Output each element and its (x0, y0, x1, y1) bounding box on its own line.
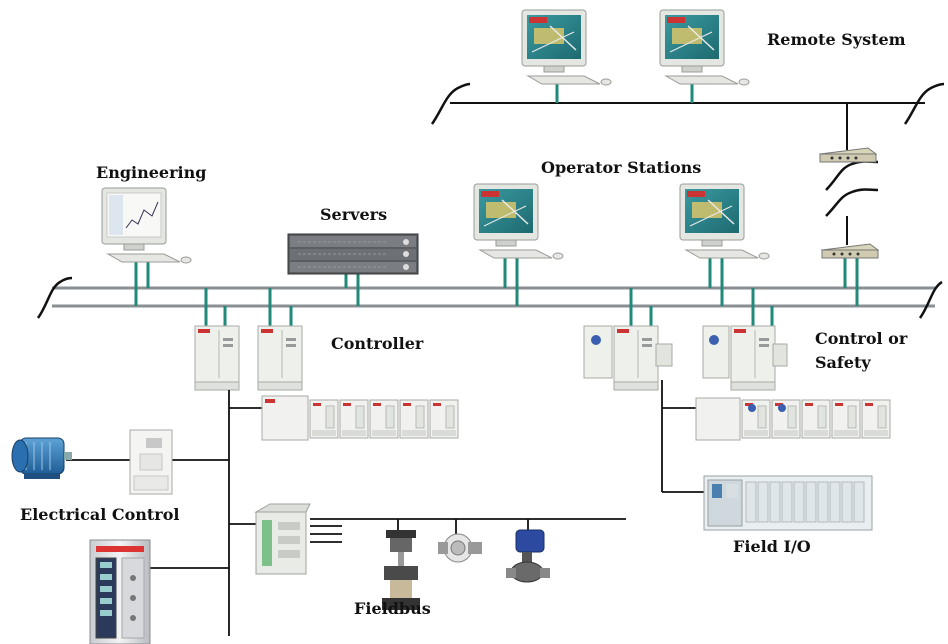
servers-label: Servers (320, 205, 388, 224)
remote-workstation-icon (659, 9, 750, 86)
io-module-rack-icon (261, 395, 459, 441)
field-io-rack-icon (703, 475, 873, 531)
control-network (36, 276, 943, 319)
drive-unit-icon (129, 429, 173, 495)
electric-motor-icon (11, 437, 72, 479)
control-valve-icon (506, 529, 550, 583)
operator-stations-label: Operator Stations (541, 158, 702, 177)
operator-workstation-icon (473, 183, 564, 260)
electrical-control-label: Electrical Control (20, 505, 180, 524)
switchgear-cabinet-icon (89, 539, 151, 644)
remote-network (430, 82, 945, 125)
control-valve-icon (438, 533, 482, 563)
fieldbus-label: Fieldbus (354, 599, 431, 618)
fieldbus-gateway-icon (254, 503, 311, 575)
controller-module-icon (194, 325, 240, 391)
control-or-safety-label-line2: Safety (815, 353, 871, 372)
control-or-safety-label-line1: Control or (815, 329, 908, 348)
remote-workstation-icon (521, 9, 612, 86)
controller-module-icon (702, 325, 788, 391)
controller-module-icon (583, 325, 673, 391)
controller-module-icon (257, 325, 303, 391)
remote-system-label: Remote System (767, 30, 906, 49)
remote-link (825, 103, 879, 245)
network-switch-icon (820, 243, 880, 259)
field-connections (66, 380, 704, 636)
network-switch-icon (818, 147, 878, 163)
server-rack-icon (287, 233, 419, 275)
controller-label: Controller (331, 334, 424, 353)
engineering-label: Engineering (96, 163, 207, 182)
io-module-rack-icon (695, 397, 891, 441)
control-valve-icon (382, 530, 420, 610)
engineering-workstation-icon (101, 187, 192, 264)
operator-workstation-icon (679, 183, 770, 260)
field-io-label: Field I/O (733, 537, 811, 556)
